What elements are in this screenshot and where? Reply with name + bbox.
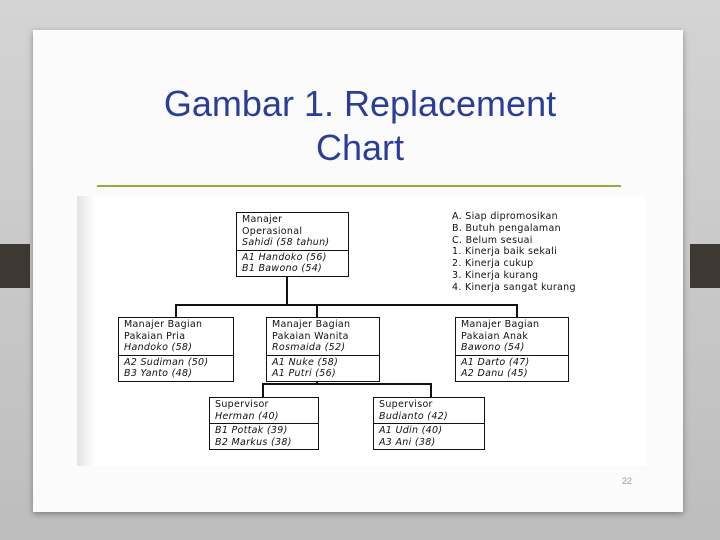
position-title: Pakaian Anak	[461, 330, 529, 342]
position-section: Supervisor Budianto (42)	[374, 398, 484, 423]
position-title: Operasional	[242, 225, 303, 237]
incumbent-name: Sahidi (58 tahun)	[242, 237, 330, 248]
position-title: Manajer	[242, 214, 283, 225]
slide-title: Gambar 1. Replacement Chart	[100, 82, 620, 170]
position-section: Manajer Bagian Pakaian Anak Bawono (54)	[456, 318, 568, 355]
legend-item: B. Butuh pengalaman	[452, 222, 561, 234]
connector-to-anak	[516, 304, 518, 317]
position-section: Supervisor Herman (40)	[210, 398, 318, 423]
org-box-manajer-operasional: Manajer Operasional Sahidi (58 tahun) A1…	[236, 212, 349, 277]
incumbent-name: Budianto (42)	[379, 410, 449, 422]
incumbent-name: Herman (40)	[215, 410, 279, 422]
position-section: Manajer Operasional Sahidi (58 tahun)	[237, 213, 348, 250]
org-box-supervisor-herman: Supervisor Herman (40) B1 Pottak (39) B2…	[209, 397, 319, 450]
successor-name: A3 Ani (38)	[379, 436, 436, 448]
successor-name: A1 Darto (47)	[461, 356, 530, 368]
successors-section: A2 Sudiman (50) B3 Yanto (48)	[119, 354, 233, 381]
connector-to-pria	[175, 304, 177, 317]
position-title: Manajer Bagian	[272, 319, 351, 330]
legend-item: 2. Kinerja cukup	[452, 258, 534, 270]
incumbent-name: Bawono (54)	[461, 342, 525, 353]
successor-name: A2 Sudiman (50)	[124, 356, 209, 368]
successor-name: B2 Markus (38)	[215, 436, 292, 448]
chart-image-edge	[77, 196, 95, 466]
successor-name: A2 Danu (45)	[461, 368, 528, 379]
connector-to-sup-2	[430, 383, 432, 397]
left-decor-bar	[0, 244, 30, 288]
connector-top-down	[286, 277, 288, 305]
successor-name: A1 Udin (40)	[379, 425, 443, 436]
successor-name: B1 Pottak (39)	[215, 425, 288, 436]
connector-manager-bus	[175, 304, 517, 306]
position-title: Supervisor	[379, 399, 433, 410]
page-number: 22	[621, 476, 632, 486]
connector-wanita-down	[316, 380, 318, 384]
legend-item: A. Siap dipromosikan	[452, 211, 558, 222]
right-decor-bar	[690, 244, 720, 288]
connector-supervisor-bus	[262, 383, 430, 385]
successors-section: A1 Darto (47) A2 Danu (45)	[456, 354, 568, 381]
legend-item: C. Belum sesuai	[452, 234, 533, 246]
successor-name: B1 Bawono (54)	[242, 263, 323, 274]
org-box-pakaian-pria: Manajer Bagian Pakaian Pria Handoko (58)…	[118, 317, 234, 382]
org-box-pakaian-anak: Manajer Bagian Pakaian Anak Bawono (54) …	[455, 317, 569, 382]
incumbent-name: Handoko (58)	[124, 342, 193, 353]
connector-to-wanita	[316, 304, 318, 317]
legend-item: 3. Kinerja kurang	[452, 269, 539, 281]
legend-item: 1. Kinerja baik sekali	[452, 246, 558, 258]
rating-legend: A. Siap dipromosikan B. Butuh pengalaman…	[452, 211, 576, 294]
successor-name: A1 Nuke (58)	[272, 356, 339, 368]
successor-name: A1 Handoko (56)	[242, 251, 327, 263]
position-title: Pakaian Pria	[124, 330, 186, 342]
position-section: Manajer Bagian Pakaian Pria Handoko (58)	[119, 318, 233, 355]
position-title: Manajer Bagian	[461, 319, 540, 330]
position-title: Manajer Bagian	[124, 319, 203, 330]
connector-to-sup-1	[262, 383, 264, 397]
org-box-supervisor-budianto: Supervisor Budianto (42) A1 Udin (40) A3…	[373, 397, 485, 450]
title-line-2: Chart	[315, 127, 405, 168]
title-line-1: Gambar 1. Replacement	[163, 83, 557, 124]
position-title: Supervisor	[215, 399, 269, 410]
successor-name: B3 Yanto (48)	[124, 368, 193, 379]
successors-section: B1 Pottak (39) B2 Markus (38)	[210, 423, 318, 449]
title-divider	[97, 185, 621, 187]
org-box-pakaian-wanita: Manajer Bagian Pakaian Wanita Rosmaida (…	[266, 317, 380, 382]
position-section: Manajer Bagian Pakaian Wanita Rosmaida (…	[267, 318, 379, 355]
incumbent-name: Rosmaida (52)	[272, 342, 346, 353]
successors-section: A1 Handoko (56) B1 Bawono (54)	[237, 249, 348, 276]
successors-section: A1 Nuke (58) A1 Putri (56)	[267, 354, 379, 381]
successors-section: A1 Udin (40) A3 Ani (38)	[374, 423, 484, 449]
position-title: Pakaian Wanita	[272, 330, 349, 342]
successor-name: A1 Putri (56)	[272, 368, 337, 379]
legend-item: 4. Kinerja sangat kurang	[452, 281, 576, 293]
